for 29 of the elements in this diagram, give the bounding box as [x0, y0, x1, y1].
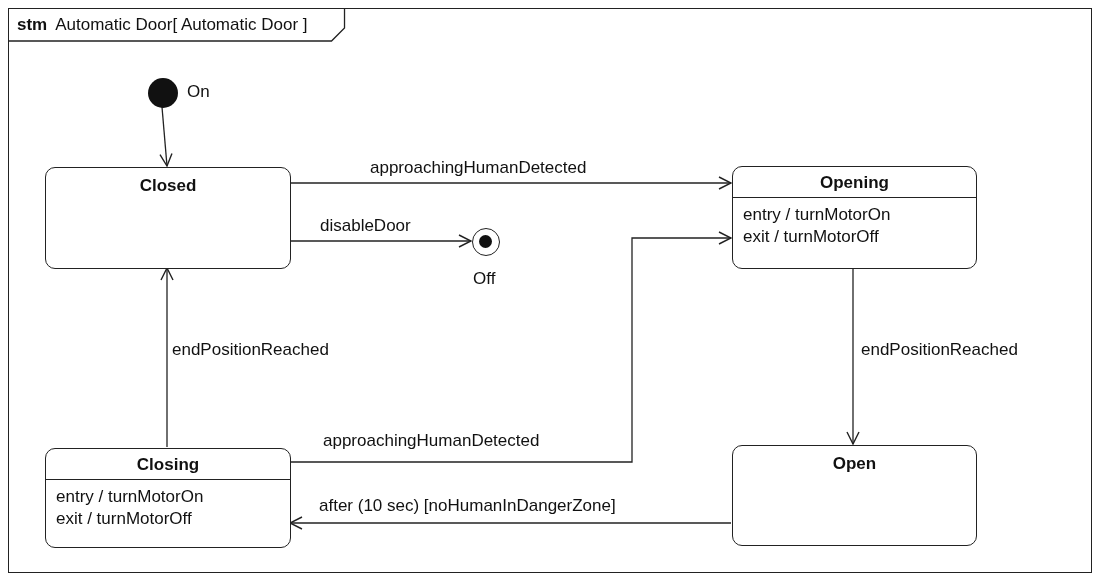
edge-label: approachingHumanDetected [368, 158, 589, 178]
transition-arrow [289, 176, 732, 190]
transition-arrow [160, 267, 174, 448]
transition-arrow [289, 516, 732, 530]
state-behavior: exit / turnMotorOff [55, 508, 193, 530]
state-behavior: exit / turnMotorOff [742, 226, 880, 248]
state-box [45, 167, 291, 269]
state-behavior: entry / turnMotorOn [55, 486, 205, 508]
diagram-kind-keyword: stm [17, 15, 48, 34]
state-name: Opening [733, 167, 976, 198]
diagram-name: Automatic Door[ Automatic Door ] [55, 15, 308, 34]
diagram-frame [8, 8, 1092, 573]
transition-arrow [289, 234, 472, 248]
transition-arrow [159, 106, 173, 167]
initial-state-circle [148, 78, 178, 108]
state-box [732, 445, 977, 546]
state-box [732, 166, 977, 269]
transition-arrow [846, 267, 860, 445]
edge-label: approachingHumanDetected [321, 431, 542, 451]
pseudostate-label: Off [473, 269, 496, 289]
state-name: Closing [46, 449, 290, 480]
state-name: Closed [138, 175, 198, 197]
pseudostate-label: On [187, 82, 210, 102]
final-state-circle [472, 228, 500, 256]
transition-arrow [289, 231, 732, 463]
state-name: Open [831, 453, 878, 475]
edge-label: after (10 sec) [noHumanInDangerZone] [317, 496, 618, 516]
state-box [45, 448, 291, 548]
state-behavior: entry / turnMotorOn [742, 204, 892, 226]
